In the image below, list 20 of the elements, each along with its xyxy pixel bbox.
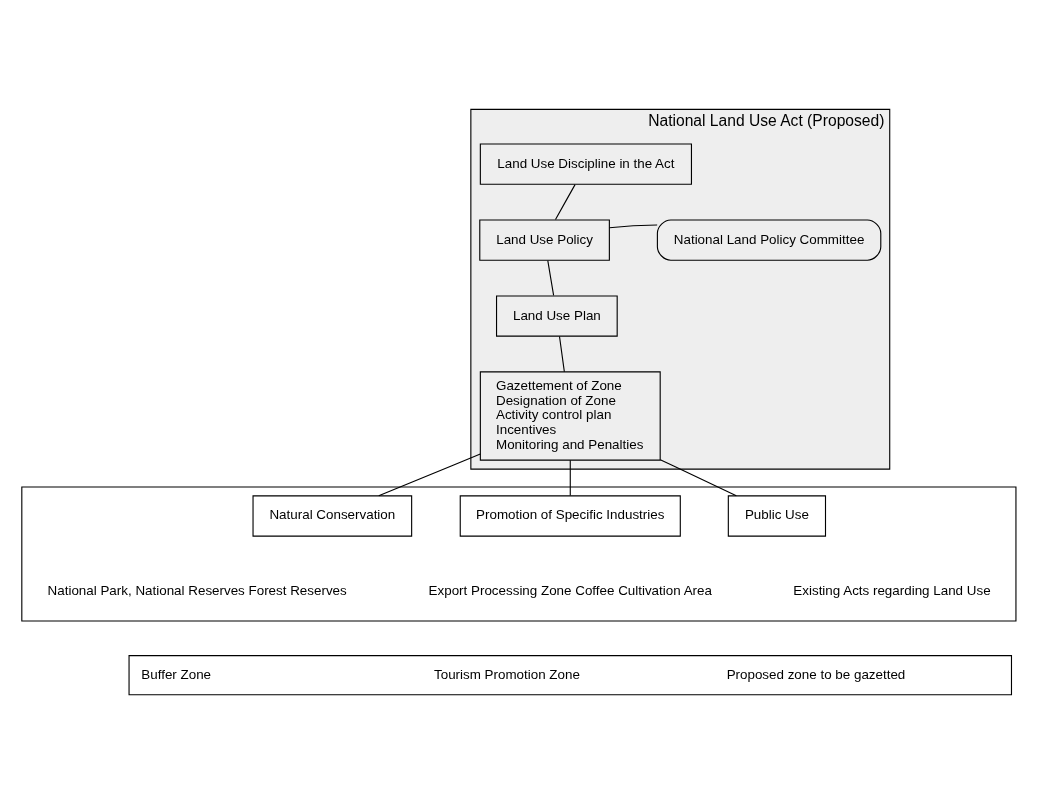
- connector: [569, 459, 571, 496]
- node-box: National Land Policy Committee: [656, 218, 882, 261]
- connector: [558, 335, 565, 372]
- connector: [659, 458, 737, 496]
- node-box: Land Use Discipline in the Act: [479, 142, 692, 185]
- node-box: Land Use Policy: [479, 218, 610, 261]
- node-box: Buffer Zone Tourism Promotion Zone Proposed zone to be gazetted: [128, 654, 1013, 695]
- node-box: Promotion of Specific Industries: [459, 494, 681, 537]
- node-label: National Park, National Reserves Forest Reserves: [47, 582, 347, 598]
- cluster: [21, 485, 1017, 622]
- node-box: Public Use: [727, 494, 827, 537]
- connector: [378, 453, 481, 496]
- node-box: Land Use Plan: [496, 294, 618, 337]
- connector: [608, 223, 658, 228]
- node-label: Existing Acts regarding Land Use: [793, 582, 991, 598]
- node-box: Natural Conservation: [252, 494, 413, 537]
- node-box: Gazettement of Zone Designation of Zone Activity control plan Incentives Monitoring and Penalties: [479, 370, 661, 461]
- connector: [547, 259, 555, 296]
- connector: [554, 183, 576, 220]
- node-label: Export Processing Zone Coffee Cultivation Area: [428, 582, 712, 598]
